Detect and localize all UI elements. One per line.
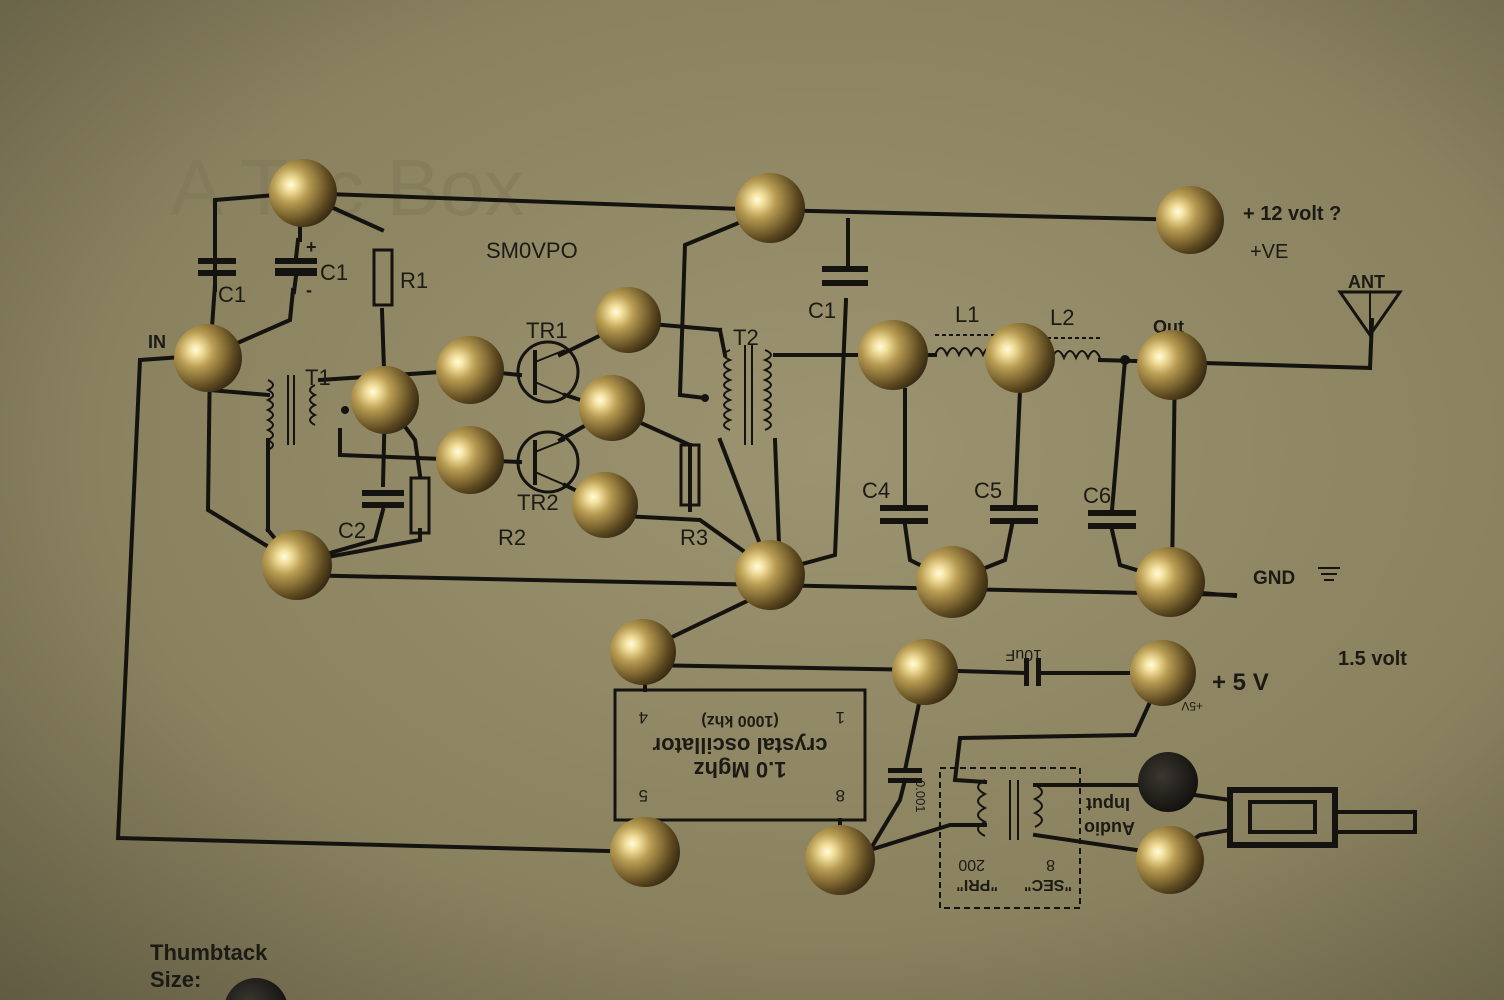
osc-khz: (1000 khz) — [701, 712, 778, 729]
label-l2: L2 — [1050, 305, 1074, 330]
transistor-tr2 — [516, 430, 580, 494]
thumbtack — [262, 530, 332, 600]
label-0001: 0.001 — [913, 780, 928, 813]
labels: SM0VPO C1 C1 + - C1 R1 R2 R3 T1 T2 TR1 T… — [148, 203, 1407, 992]
label-r2: R2 — [498, 525, 526, 550]
osc-pin4: 4 — [639, 708, 648, 727]
label-plus12: + 12 volt ? — [1243, 203, 1341, 225]
capacitor-c6 — [1088, 510, 1136, 529]
label-ant: ANT — [1348, 272, 1385, 292]
capacitor-10uf — [1024, 658, 1041, 686]
osc-pin5: 5 — [639, 786, 648, 805]
capacitor-c4 — [880, 505, 928, 524]
thumbtack — [985, 323, 1055, 393]
thumbtacks — [174, 159, 1224, 1000]
components — [198, 237, 1417, 909]
thumbtack — [572, 472, 638, 538]
thumbtack — [610, 619, 676, 685]
label-plus-ve: +VE — [1250, 241, 1288, 263]
thumbtack — [858, 320, 928, 390]
capacitor-c1-left — [198, 238, 236, 292]
label-t2: T2 — [733, 325, 759, 350]
resistor-r3 — [679, 443, 701, 507]
label-c6: C6 — [1083, 483, 1111, 508]
label-1-5-volt: 1.5 volt — [1338, 648, 1407, 670]
capacitor-c2 — [362, 490, 404, 508]
label-plus5-small: +5V — [1181, 699, 1203, 713]
thumbtack — [174, 324, 242, 392]
capacitor-c1-right — [822, 266, 868, 286]
label-c1-elec: C1 — [320, 260, 348, 285]
label-10uf: 10uF — [1005, 646, 1042, 663]
audio-label-1: Audio — [1084, 818, 1135, 838]
osc-pin1: 1 — [836, 708, 845, 727]
label-c1-minus: - — [306, 280, 312, 300]
legend-thumbtack — [225, 978, 287, 1000]
label-c1-left: C1 — [218, 282, 246, 307]
thumbtack — [1135, 547, 1205, 617]
thumbtack — [1156, 186, 1224, 254]
audio-jack — [1227, 787, 1417, 848]
thumbtack — [579, 375, 645, 441]
thumbtack — [436, 336, 504, 404]
label-l1: L1 — [955, 302, 979, 327]
capacitor-0001 — [888, 768, 922, 783]
thumbtack — [1138, 752, 1198, 812]
label-tr1: TR1 — [526, 318, 568, 343]
legend-line-2: Size: — [150, 967, 201, 992]
faded-header: A Tac Box — [170, 143, 524, 232]
thumbtack — [735, 173, 805, 243]
transistor-tr1 — [516, 340, 580, 404]
osc-freq: 1.0 Mghz — [694, 757, 787, 782]
antenna-symbol — [1337, 290, 1403, 338]
label-c4: C4 — [862, 478, 890, 503]
label-c1-plus: + — [306, 237, 317, 257]
audio-transformer — [939, 767, 1081, 909]
thumbtack — [1130, 640, 1196, 706]
label-t1: T1 — [305, 365, 331, 390]
capacitor-c5 — [990, 505, 1038, 524]
thumbtack — [916, 546, 988, 618]
sec-value: 8 — [1046, 856, 1055, 873]
label-gnd: GND — [1253, 568, 1295, 589]
label-c2: C2 — [338, 518, 366, 543]
thumbtack — [610, 817, 680, 887]
capacitor-c1-electrolytic — [275, 237, 317, 295]
transformer-t2 — [701, 345, 772, 445]
thumbtack — [805, 825, 875, 895]
pri-value: 200 — [958, 856, 985, 873]
thumbtack — [1137, 330, 1207, 400]
thumbtack — [892, 639, 958, 705]
thumbtack — [351, 366, 419, 434]
label-r3: R3 — [680, 525, 708, 550]
audio-label-2: Input — [1086, 794, 1130, 814]
osc-pin8: 8 — [836, 786, 845, 805]
thumbtack — [436, 426, 504, 494]
osc-name: crystal oscillator — [652, 733, 827, 758]
label-in: IN — [148, 332, 166, 352]
oscillator-box — [613, 688, 867, 822]
label-c1-right: C1 — [808, 298, 836, 323]
thumbtack — [735, 540, 805, 610]
thumbtack — [595, 287, 661, 353]
thumbtack — [269, 159, 337, 227]
label-plus5: + 5 V — [1212, 669, 1269, 696]
thumbtack — [1136, 826, 1204, 894]
resistor-r2 — [409, 476, 431, 535]
callsign-label: SM0VPO — [486, 238, 578, 263]
sec-label: "SEC" — [1024, 876, 1072, 893]
transformer-t1 — [265, 375, 349, 451]
resistor-r1 — [372, 248, 394, 307]
label-tr2: TR2 — [517, 490, 559, 515]
label-r1: R1 — [400, 268, 428, 293]
legend-line-1: Thumbtack — [150, 940, 268, 965]
ground-symbol — [1318, 567, 1340, 581]
pri-label: "PRI" — [956, 876, 998, 893]
label-c5: C5 — [974, 478, 1002, 503]
